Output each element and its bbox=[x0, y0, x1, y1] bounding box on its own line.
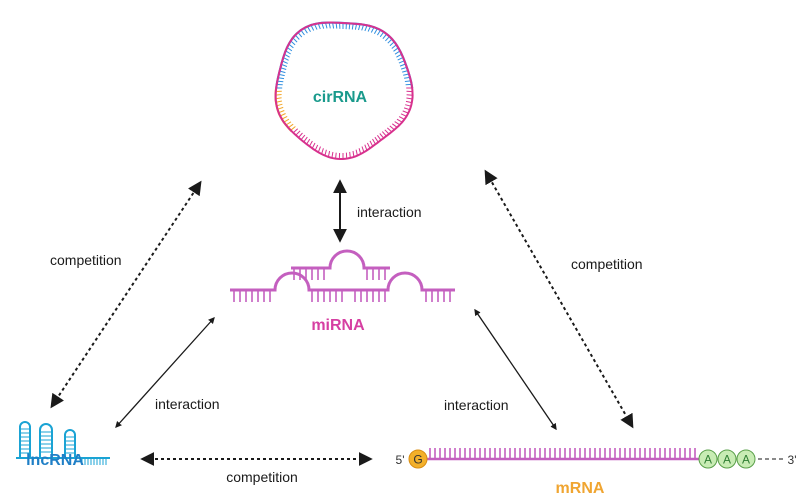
edge-label-lncrna-mrna: competition bbox=[226, 469, 298, 485]
cirrna-tick bbox=[398, 116, 405, 120]
polya-letter: A bbox=[742, 453, 750, 467]
lncrna-molecule bbox=[16, 421, 110, 465]
cirrna-tick bbox=[306, 138, 311, 145]
mrna-label: mRNA bbox=[556, 480, 605, 497]
lncrna-hairpin bbox=[64, 429, 76, 458]
lncrna-hairpin bbox=[19, 421, 31, 458]
cirrna-label: cirRNA bbox=[313, 89, 368, 106]
edge-label-cirrna-mirna: interaction bbox=[357, 204, 422, 220]
cirrna-ring bbox=[274, 21, 414, 160]
cirrna-tick bbox=[364, 144, 368, 151]
mirna-molecule bbox=[230, 249, 455, 302]
polya-letter: A bbox=[704, 453, 712, 467]
mirna-strand bbox=[349, 271, 455, 292]
mrna-cap bbox=[408, 449, 428, 469]
edge-cirrna-lncrna bbox=[50, 180, 202, 409]
edge-mirna-mrna bbox=[474, 308, 557, 431]
edge-cirrna-mrna bbox=[484, 169, 634, 429]
lncrna-label: lncRNA bbox=[26, 452, 84, 469]
mrna-three-prime: 3' bbox=[788, 453, 797, 467]
mirna-label: miRNA bbox=[311, 317, 365, 334]
edge-label-mirna-lncrna: interaction bbox=[155, 396, 220, 412]
edge-label-cirrna-mrna: competition bbox=[571, 256, 643, 272]
polya-letter: A bbox=[723, 453, 731, 467]
cirrna-tick bbox=[300, 134, 306, 141]
edge-mirna-lncrna bbox=[115, 317, 215, 428]
mrna-molecule: 5' G A A A 3' bbox=[396, 448, 797, 469]
polya-bead bbox=[717, 449, 737, 469]
mrna-cap-label: G bbox=[413, 453, 422, 467]
edge-label-mirna-mrna: interaction bbox=[444, 397, 509, 413]
mrna-strand-ticks bbox=[429, 448, 696, 459]
cirrna-tick bbox=[298, 132, 303, 138]
cirrna-molecule bbox=[274, 21, 414, 160]
cirrna-tick bbox=[317, 146, 321, 153]
mrna-five-prime: 5' bbox=[396, 453, 405, 467]
mirna-strand bbox=[230, 271, 349, 292]
cirrna-tick bbox=[311, 142, 316, 149]
polya-bead bbox=[736, 449, 756, 469]
lncrna-hairpin bbox=[39, 423, 53, 458]
mirna-strand bbox=[291, 249, 390, 270]
cirrna-tick bbox=[394, 121, 400, 126]
polya-tail: A A A bbox=[698, 449, 756, 469]
edge-label-cirrna-lncrna: competition bbox=[50, 252, 122, 268]
polya-bead bbox=[698, 449, 718, 469]
